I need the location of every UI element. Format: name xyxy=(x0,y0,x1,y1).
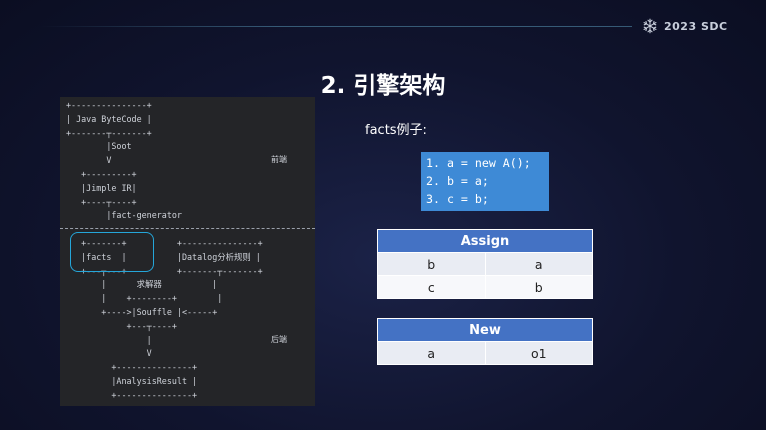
table-cell: o1 xyxy=(484,341,593,365)
brand-logo: 2023 SDC xyxy=(642,16,728,36)
header-divider xyxy=(40,26,632,27)
brand-text: 2023 SDC xyxy=(664,19,728,33)
table-cell: a xyxy=(484,252,593,276)
assign-table: Assign b a c b xyxy=(377,229,593,299)
diagram-text: +---------------+ | Java ByteCode | +---… xyxy=(66,100,263,400)
table-cell: c xyxy=(377,275,486,299)
code-example-text: 1. a = new A(); 2. b = a; 3. c = b; xyxy=(426,156,531,206)
table-cell: a xyxy=(377,341,486,365)
architecture-diagram: +---------------+ | Java ByteCode | +---… xyxy=(60,97,315,406)
page-title: 2. 引擎架构 xyxy=(320,73,446,99)
table-row: a o1 xyxy=(377,341,593,365)
facts-example-label: facts例子: xyxy=(365,123,427,138)
code-example-box: 1. a = new A(); 2. b = a; 3. c = b; xyxy=(421,152,549,211)
backend-label: 后端 xyxy=(271,335,287,344)
frontend-label: 前端 xyxy=(271,155,287,164)
facts-highlight-box xyxy=(70,232,154,272)
table-cell: b xyxy=(377,252,486,276)
new-table-header: New xyxy=(377,318,593,342)
assign-table-header: Assign xyxy=(377,229,593,253)
table-row: b a xyxy=(377,252,593,276)
new-table: New a o1 xyxy=(377,318,593,365)
table-row: c b xyxy=(377,275,593,299)
snowflake-icon xyxy=(643,18,657,34)
frontend-backend-divider xyxy=(60,228,315,229)
table-cell: b xyxy=(484,275,593,299)
